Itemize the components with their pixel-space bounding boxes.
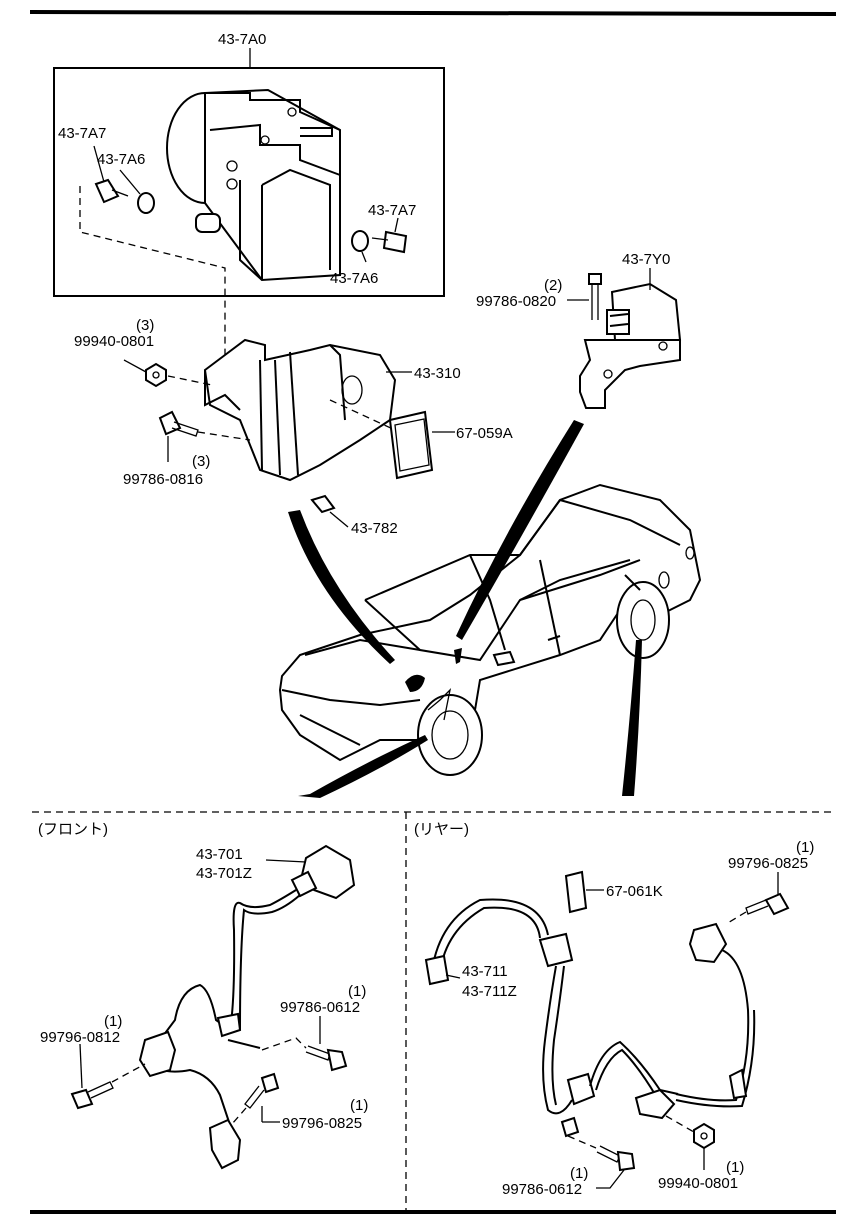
rear-sensor-group [424, 898, 756, 1138]
bolt-816-icon [158, 410, 199, 437]
label-nut-qty-1[interactable]: (3) [136, 317, 154, 334]
callout-hu [288, 510, 395, 664]
nut-icon [145, 362, 167, 388]
hu-unit-drawing [166, 88, 341, 282]
label-rear-sensor[interactable]: 43-711 [462, 963, 508, 980]
label-nut-1[interactable]: 99940-0801 [74, 333, 154, 350]
front-sensor-group [138, 844, 356, 1170]
label-front-bolt-825[interactable]: 99796-0825 [282, 1115, 362, 1132]
hu-assembly-box [53, 67, 445, 297]
section-title-front: (フロント) [38, 821, 108, 838]
rear-bolt-825-icon [745, 892, 790, 916]
top-border [29, 10, 837, 16]
label-rear-bolt-qty-612[interactable]: (1) [570, 1165, 588, 1182]
label-rear-nut[interactable]: 99940-0801 [658, 1175, 738, 1192]
label-front-bolt-612[interactable]: 99786-0612 [280, 999, 360, 1016]
label-bushing-a6-right[interactable]: 43-7A6 [330, 270, 378, 287]
label-bolt-816[interactable]: 99786-0816 [123, 471, 203, 488]
rear-nut-icon [693, 1122, 715, 1150]
car-drawing [278, 483, 702, 776]
label-rear-label-061k[interactable]: 67-061K [606, 883, 663, 900]
rear-bolt-612-icon [596, 1145, 636, 1172]
label-front-bolt-qty-812[interactable]: (1) [104, 1013, 122, 1030]
clip-782-icon [310, 494, 336, 514]
label-rear-bolt-825[interactable]: 99796-0825 [728, 855, 808, 872]
label-bushing-a6-left[interactable]: 43-7A6 [97, 151, 145, 168]
label-rear-bolt-qty-825[interactable]: (1) [796, 839, 814, 856]
label-clip-782[interactable]: 43-782 [351, 520, 398, 537]
label-rear-nut-qty[interactable]: (1) [726, 1159, 744, 1176]
front-bolt-612-icon [305, 1045, 348, 1072]
label-rear-sensor-z[interactable]: 43-711Z [462, 983, 517, 1000]
label-bolt-820[interactable]: 99786-0820 [476, 293, 556, 310]
label-sensor-7y0[interactable]: 43-7Y0 [622, 251, 670, 268]
label-front-bolt-qty-825[interactable]: (1) [350, 1097, 368, 1114]
bolt-a7-left-icon [94, 178, 129, 204]
label-bolt-qty-820[interactable]: (2) [544, 277, 562, 294]
front-bolt-812-icon [70, 1081, 114, 1110]
sensor-7y0-group [579, 282, 682, 409]
label-sponge-059a[interactable]: 67-059A [456, 425, 513, 442]
label-rear-bolt-612[interactable]: 99786-0612 [502, 1181, 582, 1198]
label-hu-assembly[interactable]: 43-7A0 [218, 31, 266, 48]
bushing-a6-left-icon [137, 192, 155, 214]
sponge-059a-icon [388, 410, 434, 480]
label-front-bolt-812[interactable]: 99796-0812 [40, 1029, 120, 1046]
callout-rear [622, 640, 642, 796]
hu-assembly-group: 43-7A0 43-7A7 43-7A6 [53, 31, 445, 390]
label-front-sensor-z[interactable]: 43-701Z [196, 865, 252, 882]
callout-7y0 [456, 420, 584, 640]
bolt-a7-right-icon [371, 230, 408, 254]
label-bolt-a7-left[interactable]: 43-7A7 [58, 125, 106, 142]
bushing-a6-right-icon [351, 230, 369, 252]
label-bolt-qty-1[interactable]: (3) [192, 453, 210, 470]
callout-front [298, 735, 428, 798]
label-front-bolt-qty-612[interactable]: (1) [348, 983, 366, 1000]
label-front-sensor[interactable]: 43-701 [196, 846, 243, 863]
label-bracket-310[interactable]: 43-310 [414, 365, 461, 382]
bracket-group: 43-310 [203, 338, 461, 482]
rear-label-061k-icon [564, 870, 588, 914]
section-title-rear: (リヤー) [414, 821, 469, 838]
label-bolt-a7-right[interactable]: 43-7A7 [368, 202, 416, 219]
front-bolt-825-icon [244, 1072, 280, 1109]
bolt-820-icon [588, 273, 602, 320]
